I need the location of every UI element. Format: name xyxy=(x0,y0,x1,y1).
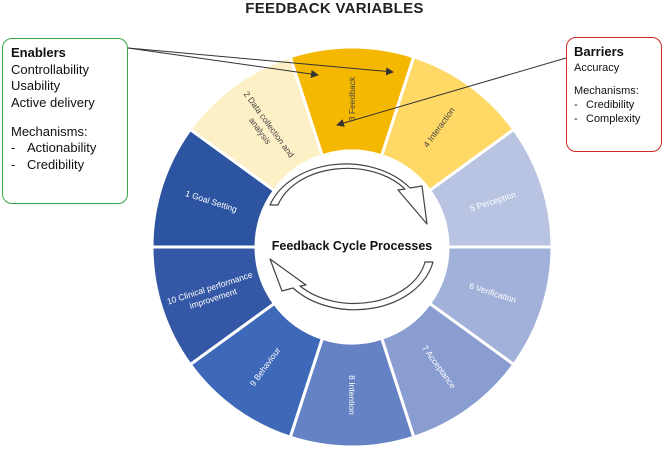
barrier-item: Accuracy xyxy=(574,61,620,74)
process-segment xyxy=(150,245,277,367)
enablers-box: Enablers Controllability Usability Activ… xyxy=(2,38,128,204)
center-label: Feedback Cycle Processes xyxy=(272,239,433,253)
cycle-arrow-bottom xyxy=(269,258,434,311)
enabler-item: Usability xyxy=(11,78,61,94)
enabler-to-interaction-arrow xyxy=(127,47,394,76)
bullet-dash: - xyxy=(574,112,578,125)
barriers-box: Barriers Accuracy Mechanisms: -Credibili… xyxy=(566,37,662,152)
enabler-to-feedback-arrow xyxy=(127,47,319,78)
cycle-arrow-top xyxy=(269,163,428,225)
barriers-heading: Barriers xyxy=(574,44,624,59)
diagram-title: FEEDBACK VARIABLES xyxy=(245,0,424,17)
barriers-mechanisms-heading: Mechanisms: xyxy=(574,84,639,97)
bullet-dash: - xyxy=(11,156,16,172)
cycle-arrows xyxy=(269,163,434,311)
process-segment-label: 8 Intention xyxy=(347,375,357,415)
enablers-mechanisms-heading: Mechanisms: xyxy=(11,123,88,139)
enabler-mechanism: Credibility xyxy=(27,156,85,172)
barrier-mechanism: Credibility xyxy=(586,98,635,111)
barrier-mechanism: Complexity xyxy=(586,112,641,125)
enablers-heading: Enablers xyxy=(11,45,66,60)
process-segment-label: 3 Feedback xyxy=(347,76,357,121)
enabler-item: Active delivery xyxy=(11,94,95,110)
connector-arrows xyxy=(127,47,567,127)
barrier-to-feedback-arrow xyxy=(336,57,567,127)
bullet-dash: - xyxy=(11,140,16,156)
enabler-mechanism: Actionability xyxy=(27,140,97,156)
enabler-item: Controllability xyxy=(11,61,90,77)
bullet-dash: - xyxy=(574,98,578,111)
